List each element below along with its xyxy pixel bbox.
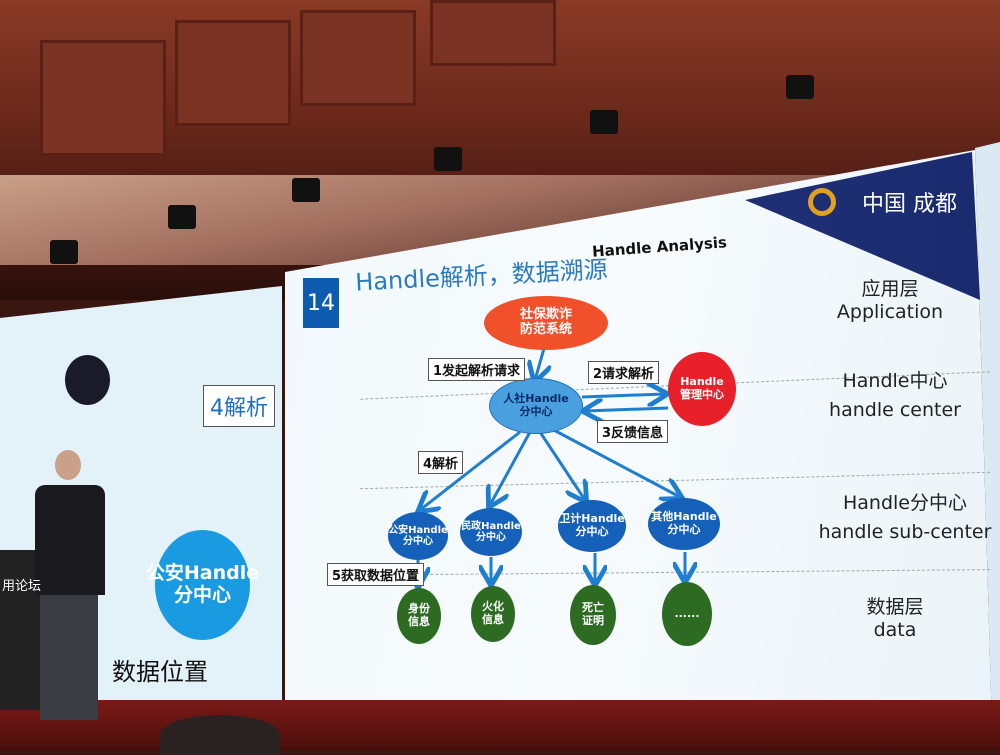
left-side-text: 用论坛	[2, 579, 42, 594]
hr-subcenter-node: 人社Handle 分中心	[489, 378, 583, 434]
death-certificate-node: 死亡 证明	[570, 585, 616, 645]
layer-en: handle center	[829, 399, 961, 421]
ceiling-panel	[430, 0, 556, 66]
layer-cn: 数据层	[866, 596, 924, 618]
handle-management-node: Handle 管理中心	[668, 352, 736, 426]
stage-light	[590, 110, 618, 134]
ceiling-panel	[175, 20, 291, 126]
layer-en: handle sub-center	[818, 521, 992, 543]
slide-number: 14	[303, 278, 339, 328]
layer-en: data	[873, 619, 917, 641]
step-4-label: 4解析	[418, 451, 464, 474]
other-subcenter-node: 其他Handle 分中心	[648, 498, 720, 550]
police-subcenter-node: 公安Handle 分中心	[388, 512, 448, 560]
left-police-node: 公安Handle 分中心	[146, 530, 259, 640]
fraud-system-node: 社保欺诈 防范系统	[484, 296, 608, 350]
audience-head	[160, 715, 280, 755]
civil-subcenter-node: 民政Handle 分中心	[460, 508, 522, 556]
step-1-label: 1发起解析请求	[428, 358, 526, 381]
ceiling-panel	[40, 40, 166, 156]
step-5-label: 5获取数据位置	[327, 563, 425, 586]
location-label: 中国 成都	[862, 192, 957, 217]
stage-light	[292, 178, 320, 202]
layer-cn: 应用层	[861, 278, 919, 300]
identity-info-node: 身份 信息	[397, 588, 441, 644]
logo-ring-icon	[808, 188, 836, 216]
step-2-label: 2请求解析	[588, 361, 660, 384]
layer-cn: Handle分中心	[842, 492, 967, 514]
ceiling-panel	[300, 10, 416, 106]
speaker-head	[55, 450, 81, 480]
health-subcenter-node: 卫计Handle 分中心	[558, 500, 626, 552]
layer-cn: Handle中心	[842, 370, 948, 392]
stage-light	[50, 240, 78, 264]
left-step-label: 4解析	[203, 385, 275, 427]
stage-light	[786, 75, 814, 99]
step-3-label: 3反馈信息	[597, 420, 669, 443]
more-data-node: ......	[662, 582, 712, 646]
screen-person-head	[65, 355, 110, 405]
layer-en: Application	[836, 301, 944, 323]
stage-light	[168, 205, 196, 229]
cremation-info-node: 火化 信息	[471, 586, 515, 642]
layer-sub-center: Handle分中心 handle sub-center	[810, 488, 1000, 543]
speaker-legs	[40, 595, 98, 720]
left-data-text: 数据位置	[112, 658, 208, 686]
speaker-body	[35, 485, 105, 595]
stage-light	[434, 147, 462, 171]
layer-handle-center: Handle中心 handle center	[800, 366, 990, 421]
